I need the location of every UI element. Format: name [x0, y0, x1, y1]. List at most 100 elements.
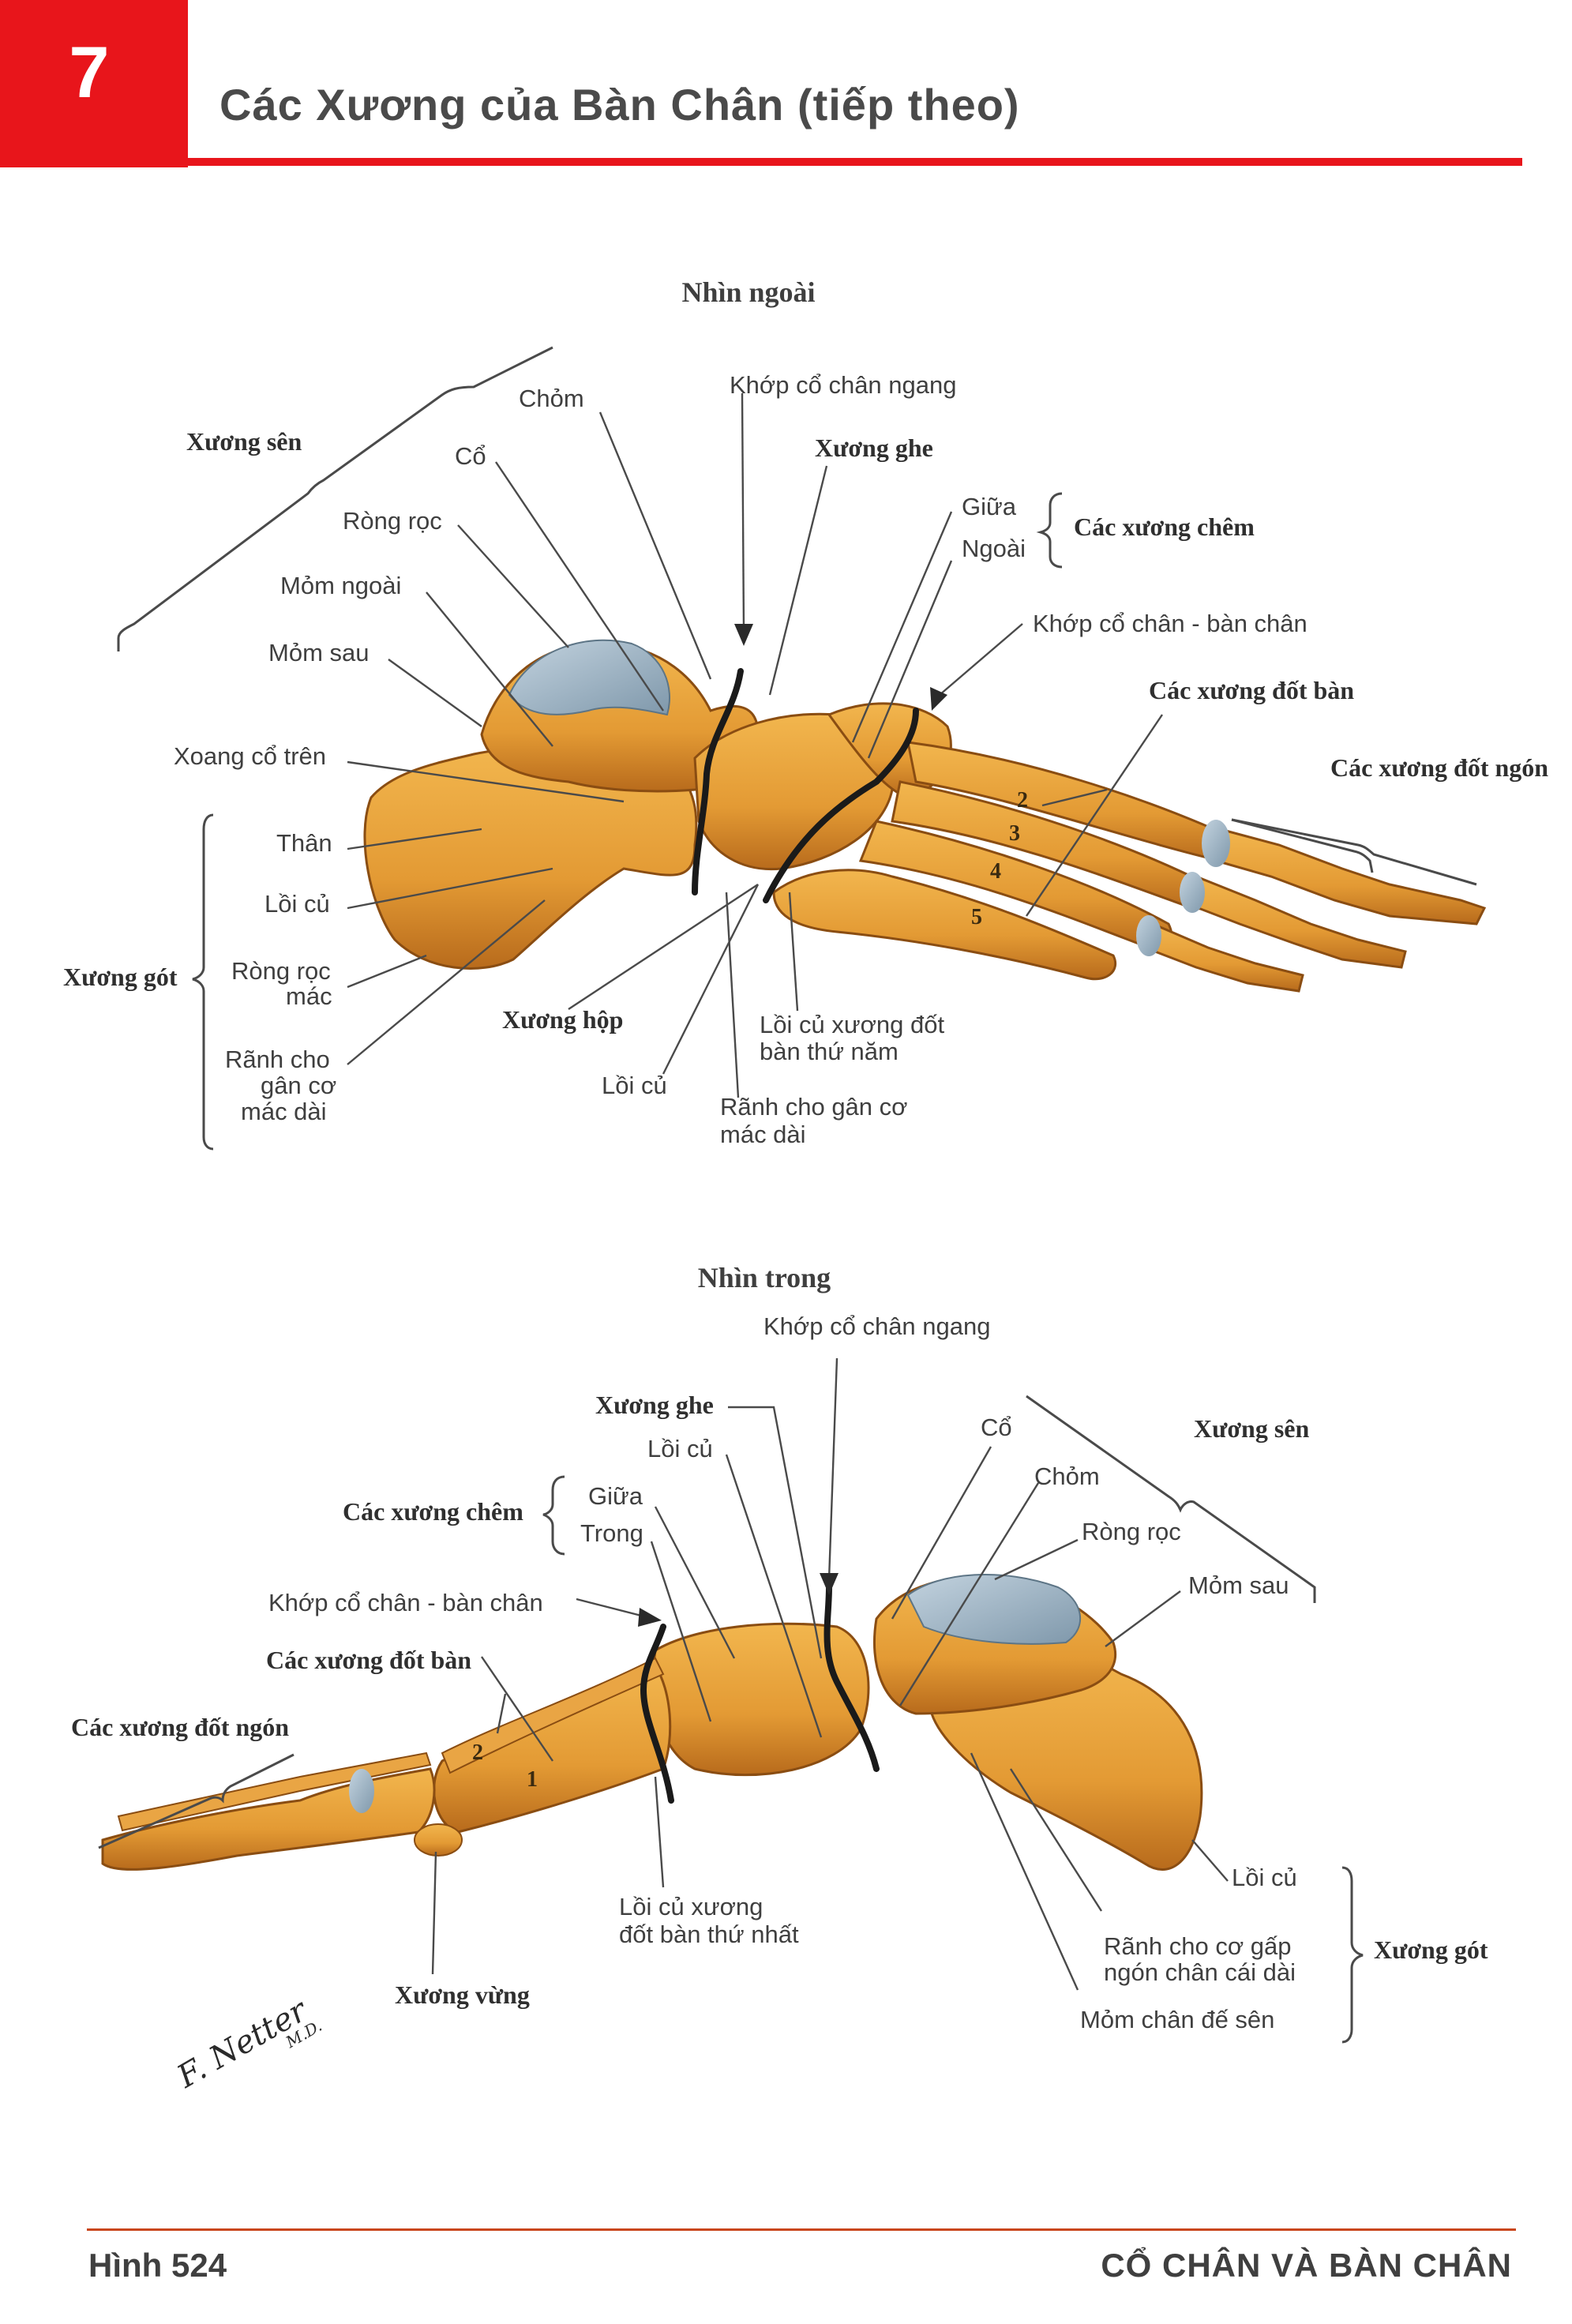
lead-trochlea	[457, 524, 569, 648]
label-5th-met-tuberosity-2: bàn thứ năm	[760, 1038, 899, 1065]
label-tarsometatarsal-joint: Khớp cổ chân - bàn chân	[1033, 610, 1307, 637]
label-sustentaculum-tali: Mỏm chân đế sên	[1080, 2006, 1274, 2033]
figure-number: Hình 524	[88, 2247, 227, 2284]
label-fhl-groove-2: ngón chân cái dài	[1104, 1958, 1296, 1986]
lead-navicular-tuberosity	[725, 1454, 823, 1738]
arrow-tarsometatarsal	[930, 687, 947, 711]
label-cuneiform-lateral: Ngoài	[962, 535, 1026, 562]
lead-fhl-groove	[1009, 1768, 1103, 1912]
label-cuboid: Xương hộp	[502, 1005, 623, 1034]
label-medial-trochlea: Ròng rọc	[1082, 1518, 1181, 1545]
lead-first-met-tuberosity	[654, 1776, 665, 1888]
lead-metatarsal-2	[1041, 788, 1108, 807]
label-medial-calcaneus: Xương gót	[1374, 1935, 1488, 1964]
label-fhl-groove-1: Rãnh cho cơ gấp	[1104, 1932, 1291, 1960]
medial-transverse-tarsal-joint-line	[824, 1584, 880, 1772]
phalanges-brace-b	[1231, 818, 1477, 886]
phalanges-brace-a	[1231, 818, 1374, 873]
lead-transverse-tarsal-joint	[741, 392, 745, 633]
ip-cartilage-medial	[349, 1769, 374, 1813]
talus-brace	[117, 346, 553, 651]
label-medial-cuneiforms: Các xương chêm	[343, 1497, 523, 1526]
lead-medial-posterior-process	[1105, 1590, 1181, 1647]
medial-view-title: Nhìn trong	[698, 1262, 831, 1293]
transverse-tarsal-joint-line	[692, 668, 744, 895]
phalanges-row-3	[1143, 922, 1304, 993]
calcaneus-brace	[192, 813, 214, 1151]
label-medial-talus-neck: Cổ	[981, 1414, 1012, 1441]
lead-lateral-process	[426, 591, 553, 747]
lead-medial-cuneiform-medial	[650, 1541, 712, 1722]
label-medial-tarsometatarsal-joint: Khớp cổ chân - bàn chân	[268, 1589, 543, 1616]
lead-metatarsals	[1026, 714, 1163, 917]
trochlea-medial-cartilage	[906, 1574, 1081, 1645]
phalanges-row-2	[1187, 874, 1407, 969]
lead-medial-calcaneal-tuberosity	[1191, 1839, 1229, 1882]
mtp-cartilage-2	[1180, 872, 1205, 913]
lead-tarsal-sinus	[347, 760, 625, 803]
metatarsal-5-shape	[772, 869, 1116, 981]
lesser-toes-medial-shape	[117, 1751, 432, 1832]
mtp-cartilage-1	[1202, 820, 1230, 867]
label-first-met-tuberosity-1: Lồi củ xương	[619, 1893, 763, 1920]
num-metatarsal-2: 2	[1017, 788, 1028, 813]
label-calc-groove-2: gân cơ	[261, 1072, 336, 1099]
lead-cuboid-groove	[725, 892, 740, 1098]
lead-medial-metatarsals	[481, 1656, 553, 1762]
lead-medial-transverse-tarsal	[827, 1357, 839, 1580]
lead-medial-talus-head	[899, 1482, 1040, 1706]
page-title: Các Xương của Bàn Chân (tiếp theo)	[219, 80, 1020, 130]
label-metatarsals: Các xương đốt bàn	[1149, 676, 1354, 704]
lead-5th-met-tuberosity	[788, 892, 799, 1012]
label-medial-transverse-tarsal-joint: Khớp cổ chân ngang	[763, 1312, 991, 1340]
lead-posterior-process	[388, 659, 482, 727]
lead-cuboid-tuberosity	[662, 884, 760, 1075]
label-cuboid-groove-2: mác dài	[720, 1121, 806, 1148]
artist-signature: F. Netter M.D.	[171, 1992, 325, 2096]
label-talus: Xương sên	[186, 427, 302, 456]
cuneiforms-medial-brace	[542, 1475, 565, 1556]
lead-calcaneus-groove	[347, 899, 546, 1065]
lead-medial-navicular	[728, 1406, 823, 1659]
chapter-number: 7	[69, 32, 110, 113]
label-calcaneal-tuberosity: Lồi củ	[265, 890, 330, 918]
lead-medial-trochlea	[994, 1538, 1079, 1581]
lead-talus-head	[598, 411, 712, 680]
label-cuneiform-intermediate: Giữa	[962, 493, 1017, 520]
label-first-met-tuberosity-2: đốt bàn thứ nhất	[619, 1920, 799, 1948]
label-medial-cuneiform-medial: Trong	[580, 1519, 643, 1547]
lateral-foot-illustration	[363, 639, 1487, 993]
talus-medial-brace	[1026, 1395, 1316, 1603]
num-metatarsal-3: 3	[1009, 821, 1020, 846]
label-medial-cuneiform-intermediate: Giữa	[588, 1482, 643, 1510]
label-medial-navicular: Xương ghe	[595, 1391, 714, 1419]
num-metatarsal-4: 4	[990, 859, 1001, 884]
trochlea-cartilage	[508, 639, 670, 716]
lead-medial-metatarsal-2	[496, 1693, 507, 1734]
label-sesamoid: Xương vừng	[395, 1980, 530, 2009]
label-phalanges: Các xương đốt ngón	[1330, 753, 1548, 782]
metatarsal-2-medial-shape	[441, 1657, 665, 1774]
lateral-view-title: Nhìn ngoài	[681, 276, 815, 308]
arrow-transverse-tarsal	[734, 624, 753, 646]
label-calc-groove-1: Rãnh cho	[225, 1046, 330, 1073]
label-lateral-process: Mỏm ngoài	[280, 572, 401, 599]
label-medial-posterior-process: Mỏm sau	[1188, 1571, 1289, 1599]
label-talus-neck: Cổ	[455, 442, 486, 470]
arrow-medial-tarsometatarsal	[638, 1608, 662, 1627]
mtp-cartilage-3	[1136, 915, 1161, 956]
label-peroneal-trochlea-2: mác	[286, 982, 332, 1010]
calcaneus-medial-brace	[1341, 1866, 1364, 2044]
chapter-badge	[0, 0, 188, 167]
label-cuneiforms: Các xương chêm	[1074, 512, 1255, 541]
tarsometatarsal-joint-line	[763, 708, 919, 903]
lead-cuneiform-lateral	[867, 560, 953, 759]
lead-medial-talus-neck	[891, 1446, 992, 1620]
label-tarsal-sinus: Xoang cổ trên	[174, 742, 326, 770]
label-5th-met-tuberosity-1: Lồi củ xương đốt	[760, 1011, 944, 1038]
lead-medial-tarsometatarsal	[576, 1598, 648, 1619]
arrow-medial-transverse-tarsal	[820, 1573, 839, 1595]
phalanges-medial-brace	[98, 1753, 295, 1849]
label-calcaneus-body: Thân	[276, 829, 332, 857]
